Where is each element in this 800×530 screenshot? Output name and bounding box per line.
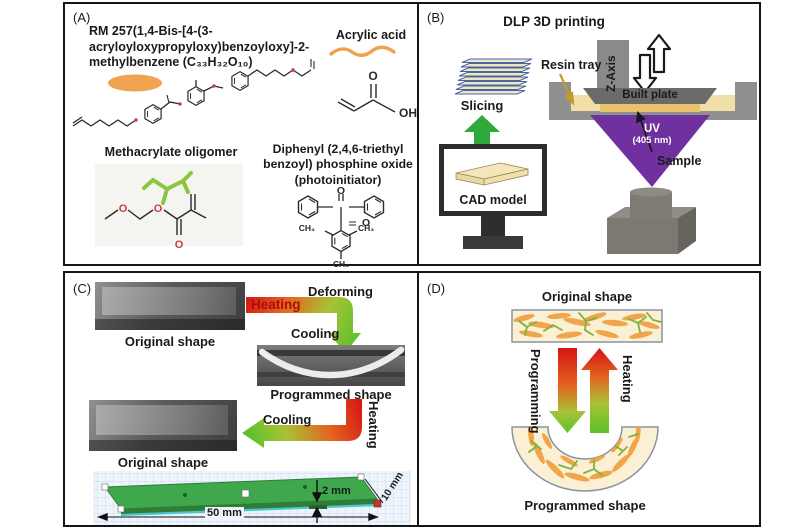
projector-shape <box>607 187 696 254</box>
acrylic-o-label: O <box>368 69 377 83</box>
programmed-shape-network <box>511 426 659 492</box>
panel-a: O OH <box>65 4 417 269</box>
panel-d-original-shape-label: Original shape <box>541 289 633 304</box>
dim-length-label: 50 mm <box>205 507 244 520</box>
photoinitiator-ch3-bottom: CH₃ <box>333 259 349 269</box>
methacrylate-structure: O O O <box>95 164 243 251</box>
original-shape-photo-bottom <box>89 400 237 451</box>
uv-wavelength-label: (405 nm) <box>632 135 672 146</box>
heating-deforming-arrow-icon <box>246 297 361 353</box>
panel-d-heating-label: Heating <box>619 355 635 403</box>
photoinitiator-o1-label: O <box>337 185 345 197</box>
cad-model-label: CAD model <box>459 192 527 207</box>
monitor-stand-base <box>463 236 523 249</box>
panel-a-graphics: O OH <box>72 45 417 269</box>
original-shape-network <box>511 309 663 343</box>
panel-b-title: DLP 3D printing <box>503 14 605 29</box>
methacrylate-o1-label: O <box>119 203 128 215</box>
uv-cone <box>590 115 710 187</box>
methacrylate-label: Methacrylate oligomer <box>104 145 238 159</box>
photoinitiator-ch3-right: CH₃ <box>358 223 374 233</box>
original-shape-top-label: Original shape <box>124 334 216 349</box>
photoinitiator-structure: O O CH₃ CH₃ CH₃ <box>297 185 385 269</box>
top-row-divider <box>417 4 419 264</box>
panel-d-tag: (D) <box>427 281 446 296</box>
mesogen-ellipse-icon <box>108 74 162 92</box>
bottom-row-frame: (C) Original shape Heating Deforming Coo… <box>63 271 761 527</box>
panel-b-tag: (B) <box>427 10 445 25</box>
sample-pointer-icon <box>635 111 653 153</box>
programming-label: Programming <box>527 349 543 434</box>
cooling-top-label: Cooling <box>291 326 340 341</box>
panel-b: (B) DLP 3D printing Slicing CAD model Re… <box>419 4 761 264</box>
z-motion-arrows-icon <box>632 33 672 94</box>
rm257-structure <box>72 59 315 127</box>
panel-d-graphics <box>511 309 663 492</box>
resin-tray-pointer-icon <box>559 73 575 106</box>
panel-a-tag: (A) <box>73 10 91 25</box>
cad-monitor: CAD model <box>439 144 547 216</box>
sample-label: Sample <box>657 154 702 168</box>
panel-c-tag: (C) <box>73 281 92 296</box>
heating-side-label: Heating <box>365 401 381 449</box>
cooling-bottom-label: Cooling <box>263 412 312 427</box>
heating-arrow-icon <box>581 348 618 433</box>
built-plate-shape <box>583 88 717 104</box>
methacrylate-o3-label: O <box>175 239 184 251</box>
panel-d-programmed-shape-label: Programmed shape <box>524 498 646 513</box>
bottom-row-divider <box>417 273 419 525</box>
photoinitiator-label: Diphenyl (2,4,6-triethyl benzoyl) phosph… <box>263 142 413 187</box>
methacrylate-o2-label: O <box>154 203 163 215</box>
original-shape-bottom-label: Original shape <box>117 455 209 470</box>
top-row-frame: O OH <box>63 2 761 269</box>
acrylic-oh-label: OH <box>399 106 417 120</box>
rm257-name: RM 257(1,4-Bis-[4-(3-acryloyloxypropylox… <box>89 24 310 69</box>
heating-top-label: Heating <box>251 297 301 312</box>
acrylic-acid-squiggle-icon <box>329 45 396 57</box>
programmed-shape-label: Programmed shape <box>270 387 392 402</box>
photoinitiator-o2-label: O <box>362 217 370 229</box>
heating-cooling-arrow-icon <box>242 399 362 448</box>
slicing-label: Slicing <box>460 98 504 113</box>
programming-arrow-icon <box>549 348 586 433</box>
panel-b-graphics <box>454 33 757 254</box>
slicing-arrow-icon <box>464 115 500 147</box>
panel-d: (D) Original shape Programming Heating P… <box>419 273 761 525</box>
resin-tray-label: Resin tray <box>541 58 602 72</box>
dim-thickness-label: 2 mm <box>322 485 351 497</box>
sample-strip <box>600 104 700 112</box>
photoinitiator-ch3-left: CH₃ <box>299 223 315 233</box>
uv-label: UV <box>644 123 660 135</box>
cad-slab-icon <box>455 162 529 186</box>
cad-screenshot <box>93 471 411 525</box>
z-axis-label: Z-Axis <box>604 55 618 92</box>
panel-c: (C) Original shape Heating Deforming Coo… <box>65 273 417 525</box>
monitor-stand-neck <box>481 216 505 236</box>
acrylic-acid-structure: O OH <box>337 69 417 120</box>
z-axis-column <box>597 40 629 94</box>
programmed-shape-photo <box>257 345 405 386</box>
acrylic-acid-label: Acrylic acid <box>335 28 407 42</box>
sliced-layers-icon <box>454 58 533 95</box>
panel-c-graphics <box>93 297 411 525</box>
built-plate-label: Built plate <box>622 89 678 101</box>
deforming-label: Deforming <box>308 284 373 299</box>
original-shape-photo-top <box>95 282 245 330</box>
